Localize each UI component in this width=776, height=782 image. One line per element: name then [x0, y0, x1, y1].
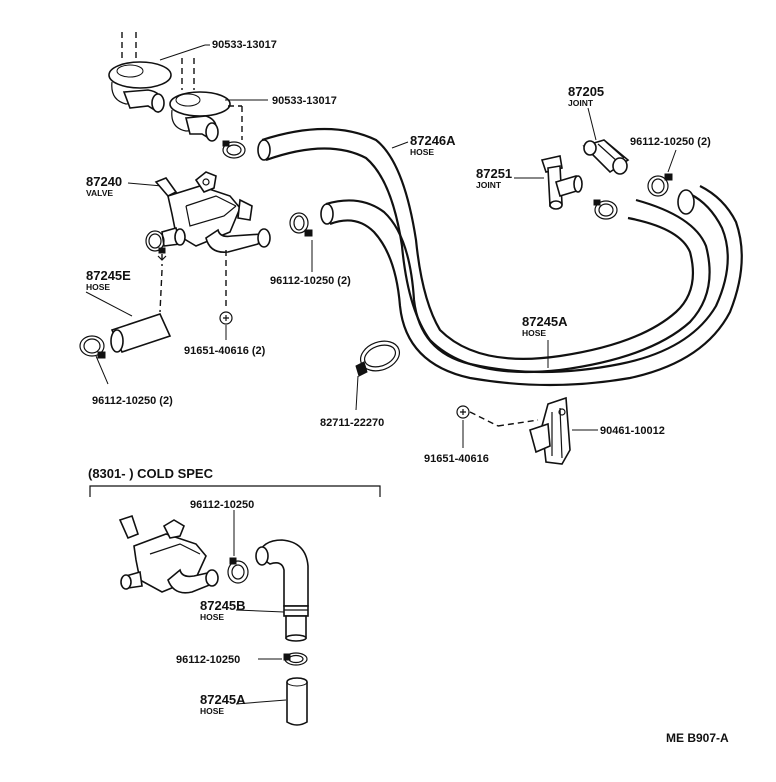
valve-part-number: 87240 — [86, 174, 122, 189]
hose-87245e-part-number: 87245E — [86, 268, 131, 283]
hose-87245a-part-number: 87245A — [522, 314, 568, 329]
water-valve — [154, 171, 271, 254]
hose-87245a-cold-spec-part-number: 87245A — [200, 692, 246, 707]
joint-87205-part-number: 87205 — [568, 84, 604, 99]
hose-87246a-part-number: 87246A — [410, 133, 456, 148]
bracket — [529, 396, 571, 465]
joint-87205-name: JOINT — [568, 98, 594, 108]
hose-87245b-name: HOSE — [200, 612, 224, 622]
cold-spec-clamp-top-part-number: 96112-10250 — [190, 499, 254, 511]
clamp-middle — [289, 212, 313, 272]
clamp-lower-left-part-number: 96112-10250 (2) — [92, 395, 173, 407]
cold-spec-valve — [118, 514, 219, 594]
cold-spec-clamp-bottom-part-number: 96112-10250 — [176, 654, 240, 666]
cold-spec-title: (8301- ) COLD SPEC — [88, 466, 214, 481]
clamp-under-grommet — [222, 140, 246, 159]
t-joint — [540, 155, 583, 210]
screw-right-part-number: 91651-40616 — [424, 453, 489, 465]
hose-87245e — [110, 313, 172, 353]
hose-87245a-cold-spec — [286, 677, 308, 726]
grommet-lower — [169, 58, 243, 142]
hose-87245b-part-number: 87245B — [200, 598, 246, 613]
grommet-upper — [108, 32, 172, 114]
bracket-part-number: 90461-10012 — [600, 425, 665, 437]
joint-87251-part-number: 87251 — [476, 166, 512, 181]
cold-spec-clamp-top — [227, 510, 249, 584]
screw-under-valve — [219, 250, 233, 340]
hose-87245a — [320, 185, 743, 387]
hose-87245a-name: HOSE — [522, 328, 546, 338]
straight-joint — [582, 139, 630, 175]
diagram-reference-code: ME B907-A — [666, 731, 729, 745]
valve-name: VALVE — [86, 188, 113, 198]
cold-spec-bracket-line — [89, 485, 381, 497]
hose-87246a-name: HOSE — [410, 147, 434, 157]
clamp-lower-left — [79, 335, 109, 385]
cold-spec-clamp-bottom — [283, 652, 308, 666]
screw-right — [456, 405, 539, 448]
clamp-near-t-joint — [593, 199, 618, 220]
hose-87245b — [255, 539, 309, 642]
clamp-left-of-valve — [145, 230, 167, 266]
hose-87245a-cold-spec-name: HOSE — [200, 706, 224, 716]
clamp-middle-part-number: 96112-10250 (2) — [270, 275, 351, 287]
grommet-top-part-number: 90533-13017 — [212, 39, 277, 51]
band-clamp — [355, 340, 400, 411]
grommet-second-part-number: 90533-13017 — [272, 95, 337, 107]
screw-left-part-number: 91651-40616 (2) — [184, 345, 266, 357]
hose-87245e-name: HOSE — [86, 282, 110, 292]
joint-87251-name: JOINT — [476, 180, 502, 190]
clamp-upper-right-part-number: 96112-10250 (2) — [630, 136, 711, 148]
band-clamp-part-number: 82711-22270 — [320, 417, 384, 429]
clamp-upper-right — [647, 149, 677, 197]
